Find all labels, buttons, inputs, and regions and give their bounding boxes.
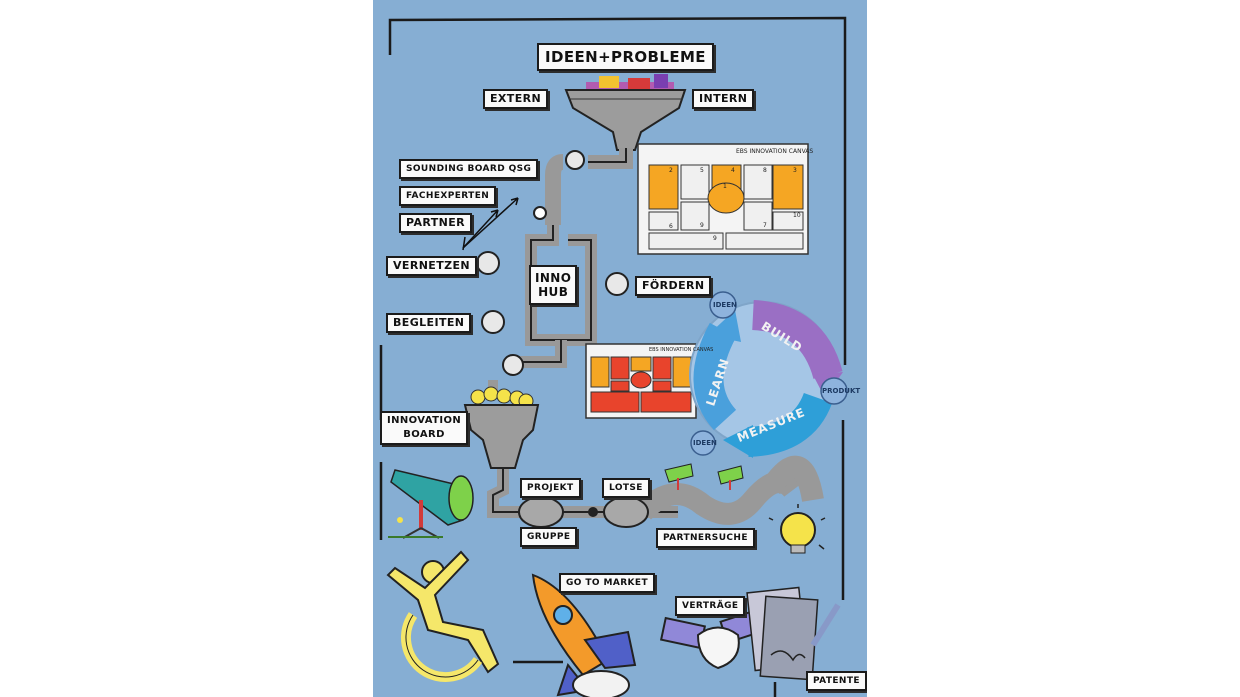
rocket-drawing bbox=[531, 573, 637, 697]
board-line-2: BOARD bbox=[403, 429, 445, 440]
product-label: PRODUKT bbox=[822, 387, 861, 395]
canvas-cell-number: 7 bbox=[763, 222, 767, 229]
sounding-board-label: SOUNDING BOARD QSG bbox=[399, 159, 539, 179]
canvas-cell-number: 9 bbox=[700, 222, 704, 229]
canvas-cell-number: 8 bbox=[763, 167, 767, 174]
innovation-canvas-small bbox=[585, 343, 697, 419]
poster-drawing bbox=[379, 16, 848, 697]
canvas-cell-number: 1 bbox=[723, 183, 727, 190]
hub-line-2: HUB bbox=[538, 285, 569, 299]
group-label: GRUPPE bbox=[520, 527, 578, 547]
hub-line-1: INNO bbox=[535, 271, 572, 285]
support-label: FÖRDERN bbox=[635, 276, 712, 296]
build-measure-learn-cycle bbox=[689, 291, 848, 458]
network-arrows bbox=[462, 197, 519, 251]
canvas-cell-number: 3 bbox=[793, 167, 797, 174]
ideas-problems-label: IDEEN+PROBLEME bbox=[537, 43, 714, 71]
patents-label: PATENTE bbox=[806, 671, 867, 691]
ideas-top-label: IDEEN bbox=[713, 301, 737, 309]
ideas-bottom-label: IDEEN bbox=[693, 439, 717, 447]
canvas-cell-number: 9 bbox=[713, 235, 717, 242]
canvas-cell-number: 5 bbox=[700, 167, 704, 174]
innovation-poster: IDEEN+PROBLEME EXTERN INTERN SOUNDING BO… bbox=[373, 0, 867, 697]
go-to-market-label: GO TO MARKET bbox=[559, 573, 656, 593]
pilot-label: LOTSE bbox=[602, 478, 650, 498]
intern-label: INTERN bbox=[692, 89, 755, 109]
canvas-title-large: EBS INNOVATION CANVAS bbox=[736, 148, 814, 155]
innovation-canvas-large bbox=[637, 143, 809, 255]
innovation-board-funnel bbox=[463, 386, 540, 469]
board-line-1: INNOVATION bbox=[387, 415, 462, 426]
pipe-chambers bbox=[518, 496, 649, 528]
inno-hub-label: INNO HUB bbox=[529, 265, 578, 305]
lightbulb-drawing bbox=[768, 504, 826, 554]
handshake-drawing bbox=[659, 608, 767, 670]
innovation-board-label: INNOVATION BOARD bbox=[380, 411, 469, 445]
frame-lines bbox=[379, 16, 847, 697]
canvas-cell-number: 4 bbox=[731, 167, 735, 174]
telescope-drawing bbox=[388, 469, 474, 539]
canvas-cell-number: 2 bbox=[669, 167, 673, 174]
accompany-label: BEGLEITEN bbox=[386, 313, 472, 333]
partner-label: PARTNER bbox=[399, 213, 473, 233]
canvas-title-small: EBS INNOVATION CANVAS bbox=[649, 347, 714, 353]
partner-search-label: PARTNERSUCHE bbox=[656, 528, 755, 548]
network-label: VERNETZEN bbox=[386, 256, 478, 276]
scout-telescopes bbox=[664, 463, 744, 490]
contracts-label: VERTRÄGE bbox=[675, 596, 746, 616]
canvas-cell-number: 6 bbox=[669, 223, 673, 230]
extern-label: EXTERN bbox=[483, 89, 549, 109]
contract-drawing bbox=[746, 586, 841, 681]
valves bbox=[476, 150, 629, 376]
project-label: PROJEKT bbox=[520, 478, 581, 498]
wheelchair-symbol bbox=[386, 550, 500, 682]
ideas-funnel bbox=[564, 74, 687, 151]
canvas-cell-number: 10 bbox=[793, 212, 801, 219]
experts-label: FACHEXPERTEN bbox=[399, 186, 497, 206]
